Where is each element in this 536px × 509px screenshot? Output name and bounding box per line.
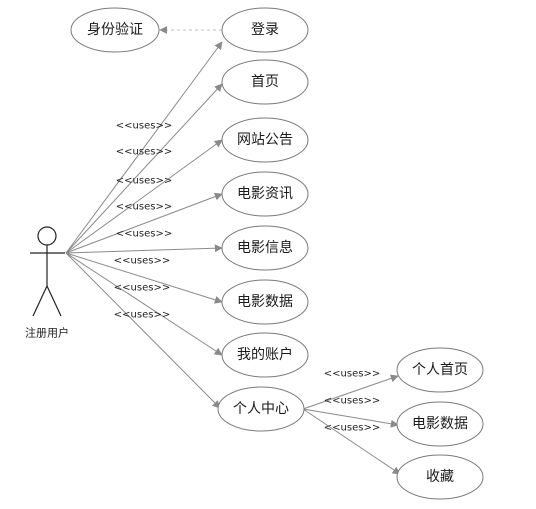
edge-data [65, 252, 223, 304]
actor-left-leg [32, 285, 48, 317]
sub-case-personal-home: 个人首页 [396, 347, 484, 393]
use-case-label: 首页 [251, 74, 279, 90]
edge-center [65, 252, 221, 409]
use-case-home: 首页 [221, 59, 309, 105]
edge-home [65, 83, 223, 254]
uses-label: <<uses>> [116, 202, 172, 213]
edges [65, 26, 401, 475]
edge-favorites [302, 408, 401, 475]
edge-login [65, 41, 223, 254]
auth-node: 身份验证 [70, 7, 160, 53]
use-cases: 登录 首页 网站公告 电影资讯 电影信息 电影数据 我的账户 个人中心 [217, 7, 309, 432]
use-case-notice: 网站公告 [221, 117, 309, 163]
use-case-login: 登录 [221, 7, 309, 53]
actor-label: 注册用户 [25, 326, 69, 340]
use-case-label: 个人中心 [233, 401, 289, 417]
uses-label: <<uses>> [114, 310, 170, 321]
uses-label: <<uses>> [324, 423, 380, 434]
sub-case-label: 电影数据 [412, 416, 468, 432]
use-case-label: 我的账户 [237, 346, 293, 363]
actor-head [37, 226, 57, 246]
use-case-label: 电影信息 [237, 239, 293, 256]
uses-label: <<uses>> [116, 176, 172, 187]
edge-news [65, 192, 223, 254]
edge-notice [65, 139, 223, 254]
use-case-center: 个人中心 [217, 386, 305, 432]
sub-case-favorites: 收藏 [396, 454, 484, 500]
edge-personal-home [302, 374, 399, 410]
use-case-label: 电影数据 [237, 294, 293, 310]
use-case-label: 网站公告 [237, 132, 293, 148]
use-case-news: 电影资讯 [221, 171, 309, 217]
edge-movie-data [302, 408, 399, 428]
sub-case-label: 个人首页 [412, 362, 468, 378]
edge-account [65, 252, 223, 356]
use-case-label: 登录 [251, 22, 279, 38]
actor-figure: 注册用户 [25, 226, 69, 340]
uses-label: <<uses>> [324, 369, 380, 380]
use-case-account: 我的账户 [221, 332, 309, 378]
use-case-info: 电影信息 [221, 225, 309, 271]
use-case-label: 电影资讯 [237, 186, 293, 202]
uses-label: <<uses>> [116, 121, 172, 132]
edge-info [65, 244, 223, 254]
uses-label: <<uses>> [114, 256, 170, 267]
uses-label: <<uses>> [324, 396, 380, 407]
auth-label: 身份验证 [87, 22, 143, 38]
sub-case-movie-data: 电影数据 [396, 401, 484, 447]
sub-cases: 个人首页 电影数据 收藏 [396, 347, 484, 500]
actor-right-leg [46, 285, 62, 317]
uses-label: <<uses>> [116, 229, 172, 240]
uses-label: <<uses>> [114, 283, 170, 294]
uses-label: <<uses>> [116, 147, 172, 158]
use-case-data: 电影数据 [221, 279, 309, 325]
sub-case-label: 收藏 [426, 469, 454, 485]
uses-labels: <<uses>> <<uses>> <<uses>> <<uses>> <<us… [114, 121, 380, 434]
